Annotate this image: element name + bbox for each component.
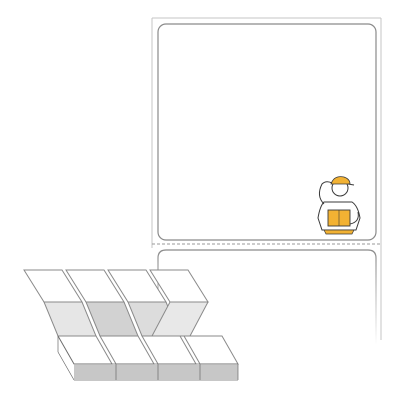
- delivery-person-icon: [317, 176, 361, 235]
- second-label: [157, 249, 377, 345]
- label-liner: [151, 17, 382, 340]
- fanfold-stack: [23, 269, 239, 365]
- stack-edges: [57, 335, 239, 381]
